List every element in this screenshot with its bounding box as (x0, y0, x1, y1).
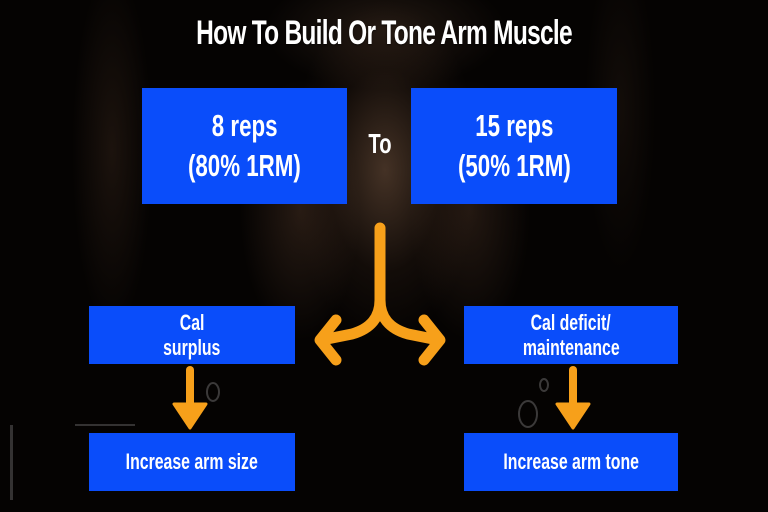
eight-reps-box: 8 reps (80% 1RM) (142, 88, 347, 204)
cal-deficit-label: Cal deficit/ (530, 310, 612, 335)
increase-arm-tone-label: Increase arm tone (503, 449, 639, 474)
down-arrow-icon-left (172, 366, 208, 430)
background-bar (75, 424, 135, 426)
cal-label: Cal (179, 310, 205, 335)
fifteen-reps-label: 15 reps (474, 108, 554, 143)
down-arrow-icon-right (555, 366, 591, 430)
increase-arm-size-label: Increase arm size (125, 449, 259, 474)
calorie-deficit-box: Cal deficit/ maintenance (464, 306, 678, 364)
surplus-label: surplus (163, 335, 221, 360)
background-bar (10, 425, 13, 500)
maintenance-label: maintenance (522, 335, 620, 360)
to-connector-label: To (368, 128, 392, 159)
fifteen-reps-box: 15 reps (50% 1RM) (411, 88, 617, 204)
eight-reps-label: 8 reps (211, 108, 278, 143)
background-weight-plate (206, 378, 549, 428)
increase-arm-tone-box: Increase arm tone (464, 433, 678, 491)
calorie-surplus-box: Cal surplus (89, 306, 295, 364)
increase-arm-size-box: Increase arm size (89, 433, 295, 491)
diagram-title: How To Build Or Tone Arm Muscle (196, 14, 572, 52)
fifty-percent-label: (50% 1RM) (457, 148, 571, 183)
split-arrow-icon (314, 222, 446, 366)
eighty-percent-label: (80% 1RM) (188, 148, 301, 183)
